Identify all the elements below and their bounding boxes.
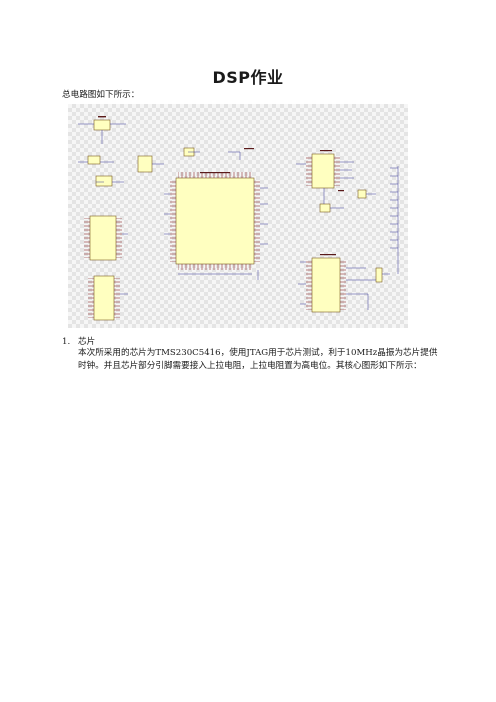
section-heading-text: 芯片: [78, 337, 96, 347]
section-heading-chip: 1. 芯片: [62, 335, 95, 347]
schematic-drawing: [78, 116, 399, 321]
circuit-schematic-image: [68, 104, 408, 328]
document-title: DSP作业: [212, 68, 284, 87]
section-paragraph: 本次所采用的芯片为TMS230C5416，使用JTAG用于芯片测试，利于10MH…: [78, 348, 438, 371]
intro-text: 总电路图如下所示：: [62, 90, 140, 100]
list-number: 1.: [62, 337, 71, 347]
